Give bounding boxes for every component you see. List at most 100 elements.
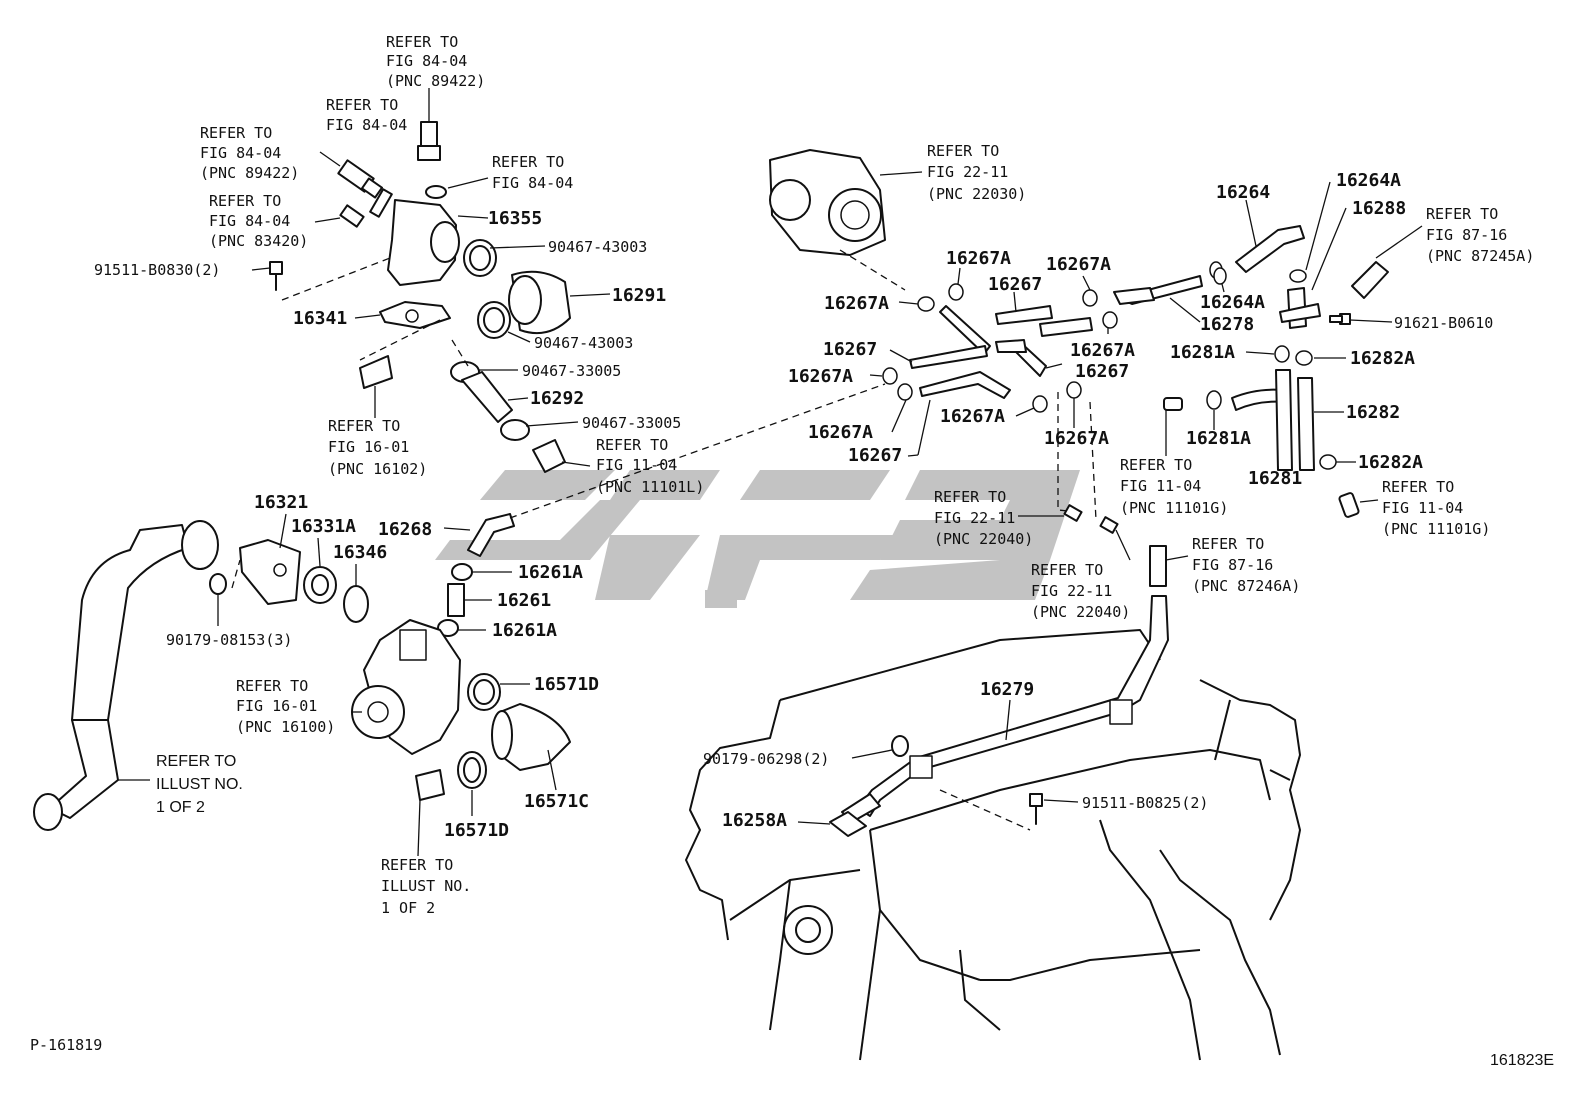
clamp-16281A xyxy=(1206,345,1290,430)
label-16291: 16291 xyxy=(612,285,666,306)
throttle-body-22030 xyxy=(769,149,923,256)
label-16261a-a: 16261A xyxy=(518,562,583,583)
label-16267a-2: 16267A xyxy=(1046,254,1111,275)
label-91621-b0610: 91621-B0610 xyxy=(1394,314,1493,332)
svg-text:(PNC 16100): (PNC 16100) xyxy=(236,718,335,736)
hose-16571C xyxy=(491,703,571,791)
svg-text:REFER TO: REFER TO xyxy=(596,436,668,454)
label-16355: 16355 xyxy=(488,208,542,229)
svg-text:FIG 84-04: FIG 84-04 xyxy=(209,212,290,230)
label-16571c: 16571C xyxy=(524,791,589,812)
label-16267a-3: 16267A xyxy=(824,293,889,314)
svg-text:REFER TO: REFER TO xyxy=(1031,561,1103,579)
diagram-code-right: 161823E xyxy=(1490,1052,1554,1069)
refer-illust-1-of-2-bottom: REFER TO ILLUST NO. 1 OF 2 xyxy=(381,856,471,917)
pipe-87246A xyxy=(1149,545,1189,587)
hose-16321 xyxy=(33,520,219,831)
label-16261: 16261 xyxy=(497,590,551,611)
bolt-91621-b0610 xyxy=(1329,313,1393,325)
pipe-end-bottom xyxy=(415,769,445,857)
union-16288 xyxy=(1279,207,1347,329)
hose-16261 xyxy=(447,583,492,617)
union-11101G-right xyxy=(1338,492,1379,518)
sensor-89422-left xyxy=(319,151,383,199)
svg-text:REFER TO: REFER TO xyxy=(326,96,398,114)
svg-text:FIG 22-11: FIG 22-11 xyxy=(927,163,1008,181)
label-90467-33005-b: 90467-33005 xyxy=(582,414,681,432)
svg-text:(PNC 87245A): (PNC 87245A) xyxy=(1426,247,1534,265)
label-16264: 16264 xyxy=(1216,182,1270,203)
svg-text:(PNC 11101L): (PNC 11101L) xyxy=(596,478,704,496)
label-16267-2: 16267 xyxy=(823,339,877,360)
label-16282a-b: 16282A xyxy=(1358,452,1423,473)
svg-text:FIG 22-11: FIG 22-11 xyxy=(934,509,1015,527)
refer-illust-1-of-2-left: REFER TO ILLUST NO. 1 OF 2 xyxy=(156,753,243,816)
gasket-16346 xyxy=(343,564,369,623)
refer-fig-84-04-pnc-89422-left: REFER TO FIG 84-04 (PNC 89422) xyxy=(200,124,299,182)
svg-text:REFER TO: REFER TO xyxy=(209,192,281,210)
label-91511-b0830: 91511-B0830(2) xyxy=(94,261,220,279)
label-16258a: 16258A xyxy=(722,810,787,831)
svg-text:REFER TO: REFER TO xyxy=(1120,456,1192,474)
leader-dash-1 xyxy=(359,319,441,361)
water-outlet-16355 xyxy=(369,188,489,286)
label-16268: 16268 xyxy=(378,519,432,540)
refer-fig-22-11-pnc-22040-a: REFER TO FIG 22-11 (PNC 22040) xyxy=(934,488,1033,548)
label-16321: 16321 xyxy=(254,492,308,513)
svg-text:REFER TO: REFER TO xyxy=(328,417,400,435)
svg-text:REFER TO: REFER TO xyxy=(927,142,999,160)
label-16278: 16278 xyxy=(1200,314,1254,335)
label-16264a-b: 16264A xyxy=(1200,292,1265,313)
svg-text:ILLUST NO.: ILLUST NO. xyxy=(156,776,243,793)
hose-16282 xyxy=(1297,377,1344,471)
label-90179-06298: 90179-06298(2) xyxy=(703,750,829,768)
svg-text:REFER TO: REFER TO xyxy=(1382,478,1454,496)
refer-fig-84-04-a: REFER TO FIG 84-04 xyxy=(326,96,407,134)
svg-text:(PNC 89422): (PNC 89422) xyxy=(386,72,485,90)
hose-16291 xyxy=(508,270,611,334)
refer-fig-87-16-pnc-87246a: REFER TO FIG 87-16 (PNC 87246A) xyxy=(1192,535,1300,595)
label-16292: 16292 xyxy=(530,388,584,409)
label-90467-43003-a: 90467-43003 xyxy=(548,238,647,256)
leader-dash-3 xyxy=(231,559,241,589)
clamp-16261A-b xyxy=(437,619,486,637)
gasket-washer xyxy=(425,177,489,199)
refer-fig-11-04-pnc-11101l: REFER TO FIG 11-04 (PNC 11101L) xyxy=(596,436,704,496)
refer-fig-22-11-pnc-22030: REFER TO FIG 22-11 (PNC 22030) xyxy=(927,142,1026,203)
leader-dash-2 xyxy=(451,339,469,367)
label-16282: 16282 xyxy=(1346,402,1400,423)
svg-text:REFER TO: REFER TO xyxy=(200,124,272,142)
label-16267a-5: 16267A xyxy=(788,366,853,387)
svg-text:(PNC 87246A): (PNC 87246A) xyxy=(1192,577,1300,595)
union-22040 xyxy=(1018,392,1131,561)
refer-fig-84-04-pnc-83420: REFER TO FIG 84-04 (PNC 83420) xyxy=(209,192,308,250)
sensor-83420 xyxy=(314,204,365,228)
label-16264a-a: 16264A xyxy=(1336,170,1401,191)
svg-text:REFER TO: REFER TO xyxy=(492,153,564,171)
diagram-code-left: P-161819 xyxy=(30,1036,102,1054)
refer-fig-11-04-pnc-11101g-right: REFER TO FIG 11-04 (PNC 11101G) xyxy=(1382,478,1490,538)
refer-fig-16-01-pnc-16102: REFER TO FIG 16-01 (PNC 16102) xyxy=(328,417,427,478)
water-inlet-16321 xyxy=(239,513,301,605)
hose-16264 xyxy=(1235,199,1305,273)
label-16288: 16288 xyxy=(1352,198,1406,219)
label-16267-3: 16267 xyxy=(1075,361,1129,382)
svg-text:FIG 84-04: FIG 84-04 xyxy=(200,144,281,162)
svg-text:REFER TO: REFER TO xyxy=(1192,535,1264,553)
label-16267a-1: 16267A xyxy=(946,248,1011,269)
svg-text:1 OF 2: 1 OF 2 xyxy=(381,899,435,917)
label-16281a-a: 16281A xyxy=(1170,342,1235,363)
svg-text:FIG 11-04: FIG 11-04 xyxy=(596,456,677,474)
hose-16292 xyxy=(461,371,529,423)
svg-text:REFER TO: REFER TO xyxy=(1426,205,1498,223)
pipe-87245A xyxy=(1351,225,1423,299)
label-16571d-b: 16571D xyxy=(444,820,509,841)
bolt-91511-b0830 xyxy=(251,257,391,301)
label-16331a: 16331A xyxy=(291,516,356,537)
label-90467-33005-a: 90467-33005 xyxy=(522,362,621,380)
clamp-16571D-a xyxy=(467,673,530,711)
label-16267a-7: 16267A xyxy=(940,406,1005,427)
sensor-89422-top xyxy=(417,88,441,161)
label-16261a-b: 16261A xyxy=(492,620,557,641)
label-16267-4: 16267 xyxy=(848,445,902,466)
